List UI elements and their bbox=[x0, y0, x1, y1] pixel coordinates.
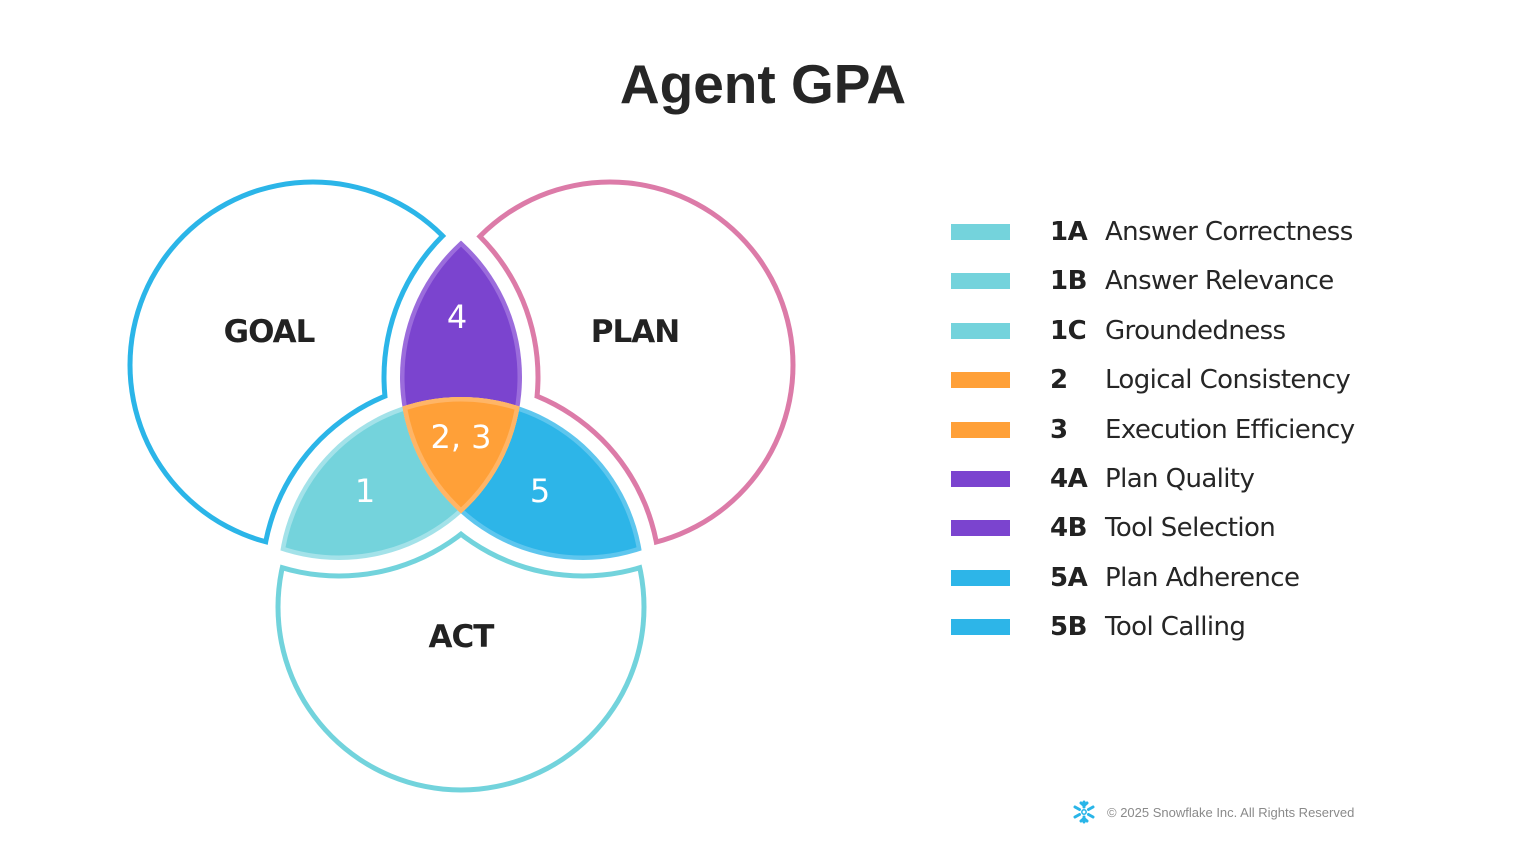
legend-swatch bbox=[951, 520, 1010, 536]
legend-label: Logical Consistency bbox=[1105, 365, 1351, 395]
legend-item: 1B Answer Relevance bbox=[951, 259, 1391, 303]
legend-label: Plan Adherence bbox=[1105, 563, 1300, 593]
legend-item: 1A Answer Correctness bbox=[951, 210, 1391, 254]
legend-code: 5B bbox=[1050, 612, 1087, 642]
legend-label: Groundedness bbox=[1105, 316, 1286, 346]
goal-label: GOAL bbox=[224, 314, 315, 350]
legend-swatch bbox=[951, 422, 1010, 438]
legend-item: 4B Tool Selection bbox=[951, 506, 1391, 550]
region-number-4: 4 bbox=[447, 298, 467, 336]
legend-swatch bbox=[951, 323, 1010, 339]
venn-diagram: GOAL PLAN ACT 4 2, 3 1 5 bbox=[0, 0, 900, 864]
legend-code: 3 bbox=[1050, 415, 1068, 445]
act-label: ACT bbox=[429, 619, 495, 655]
legend-item: 5A Plan Adherence bbox=[951, 556, 1391, 600]
legend-item: 5B Tool Calling bbox=[951, 605, 1391, 649]
region-number-2-3: 2, 3 bbox=[430, 418, 491, 456]
snowflake-icon bbox=[1073, 800, 1095, 824]
legend-swatch bbox=[951, 224, 1010, 240]
legend-swatch bbox=[951, 372, 1010, 388]
legend-code: 5A bbox=[1050, 563, 1088, 593]
copyright-text: © 2025 Snowflake Inc. All Rights Reserve… bbox=[1107, 804, 1355, 820]
legend-swatch bbox=[951, 471, 1010, 487]
legend-code: 4A bbox=[1050, 464, 1088, 494]
legend-code: 1C bbox=[1050, 316, 1087, 346]
legend-swatch bbox=[951, 570, 1010, 586]
legend-code: 1B bbox=[1050, 266, 1087, 296]
legend-label: Answer Correctness bbox=[1105, 217, 1353, 247]
legend-label: Execution Efficiency bbox=[1105, 415, 1355, 445]
legend-swatch bbox=[951, 273, 1010, 289]
region-number-1: 1 bbox=[355, 472, 375, 510]
legend-code: 2 bbox=[1050, 365, 1068, 395]
legend-item: 2 Logical Consistency bbox=[951, 358, 1391, 402]
legend-label: Tool Selection bbox=[1105, 513, 1276, 543]
legend-label: Plan Quality bbox=[1105, 464, 1255, 494]
legend-item: 4A Plan Quality bbox=[951, 457, 1391, 501]
legend-label: Answer Relevance bbox=[1105, 266, 1334, 296]
plan-label: PLAN bbox=[591, 314, 679, 350]
legend-item: 1C Groundedness bbox=[951, 309, 1391, 353]
legend-code: 4B bbox=[1050, 513, 1087, 543]
legend-swatch bbox=[951, 619, 1010, 635]
legend-item: 3 Execution Efficiency bbox=[951, 408, 1391, 452]
legend-label: Tool Calling bbox=[1105, 612, 1246, 642]
region-number-5: 5 bbox=[530, 472, 550, 510]
footer: © 2025 Snowflake Inc. All Rights Reserve… bbox=[1072, 800, 1354, 824]
legend-code: 1A bbox=[1050, 217, 1088, 247]
